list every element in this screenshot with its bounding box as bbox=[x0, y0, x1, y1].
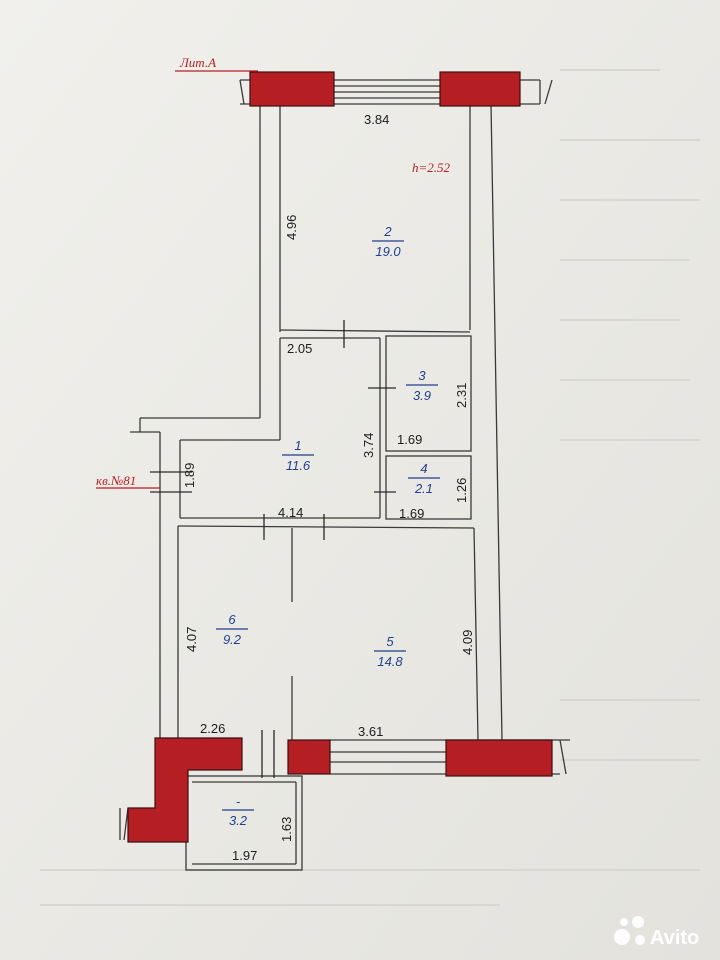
load-bearing-walls bbox=[127, 71, 553, 843]
room-number: 5 bbox=[386, 634, 394, 649]
dim-entry-width: 1.89 bbox=[182, 463, 197, 488]
room-area: 11.6 bbox=[286, 458, 311, 473]
watermark-text: Avito bbox=[650, 927, 699, 949]
dim-room2-width: 3.84 bbox=[364, 112, 389, 127]
dim-corridor-width: 2.05 bbox=[287, 341, 312, 356]
avito-watermark: Avito bbox=[614, 916, 699, 949]
room-area: 14.8 bbox=[377, 654, 403, 669]
room-number: 2 bbox=[383, 224, 392, 239]
door-ticks bbox=[150, 320, 396, 778]
room-area: 2.1 bbox=[414, 481, 433, 496]
room-number: - bbox=[236, 794, 241, 809]
dim-room4-height: 1.26 bbox=[454, 478, 469, 503]
room-area: 9.2 bbox=[223, 632, 242, 647]
room-number: 4 bbox=[420, 461, 427, 476]
dim-room1-height: 3.74 bbox=[361, 433, 376, 458]
building-label: Лит.А bbox=[179, 55, 216, 70]
background-print-lines bbox=[40, 69, 700, 906]
room-area: 3.2 bbox=[229, 813, 248, 828]
ceiling-height-label: h=2.52 bbox=[412, 160, 451, 175]
wall-outlines bbox=[119, 79, 570, 871]
room-3-label: 3 3.9 bbox=[406, 368, 438, 403]
dim-balcony-height: 1.63 bbox=[279, 817, 294, 842]
dim-room5-width: 3.61 bbox=[358, 724, 383, 739]
dim-balcony-width: 1.97 bbox=[232, 848, 257, 863]
dim-room5-height: 4.09 bbox=[460, 630, 475, 655]
room-6-label: 6 9.2 bbox=[216, 612, 248, 647]
room-number: 6 bbox=[228, 612, 236, 627]
apartment-label: кв.№81 bbox=[96, 473, 136, 488]
avito-logo-icon bbox=[614, 916, 645, 945]
room-number: 3 bbox=[418, 368, 426, 383]
dim-room6-height: 4.07 bbox=[184, 627, 199, 652]
dim-room3-height: 2.31 bbox=[454, 383, 469, 408]
room-area: 19.0 bbox=[375, 244, 401, 259]
room-2-label: 2 19.0 bbox=[372, 224, 404, 259]
dim-room6-width: 2.26 bbox=[200, 721, 225, 736]
balcony-label: - 3.2 bbox=[222, 794, 254, 828]
room-area: 3.9 bbox=[413, 388, 431, 403]
dim-mid-width: 4.14 bbox=[278, 505, 303, 520]
room-5-label: 5 14.8 bbox=[374, 634, 406, 669]
dim-room2-length: 4.96 bbox=[284, 215, 299, 240]
dim-room3-width: 1.69 bbox=[397, 432, 422, 447]
dim-room4-width: 1.69 bbox=[399, 506, 424, 521]
room-1-label: 1 11.6 bbox=[282, 438, 314, 473]
room-number: 1 bbox=[294, 438, 301, 453]
room-4-label: 4 2.1 bbox=[408, 461, 440, 496]
